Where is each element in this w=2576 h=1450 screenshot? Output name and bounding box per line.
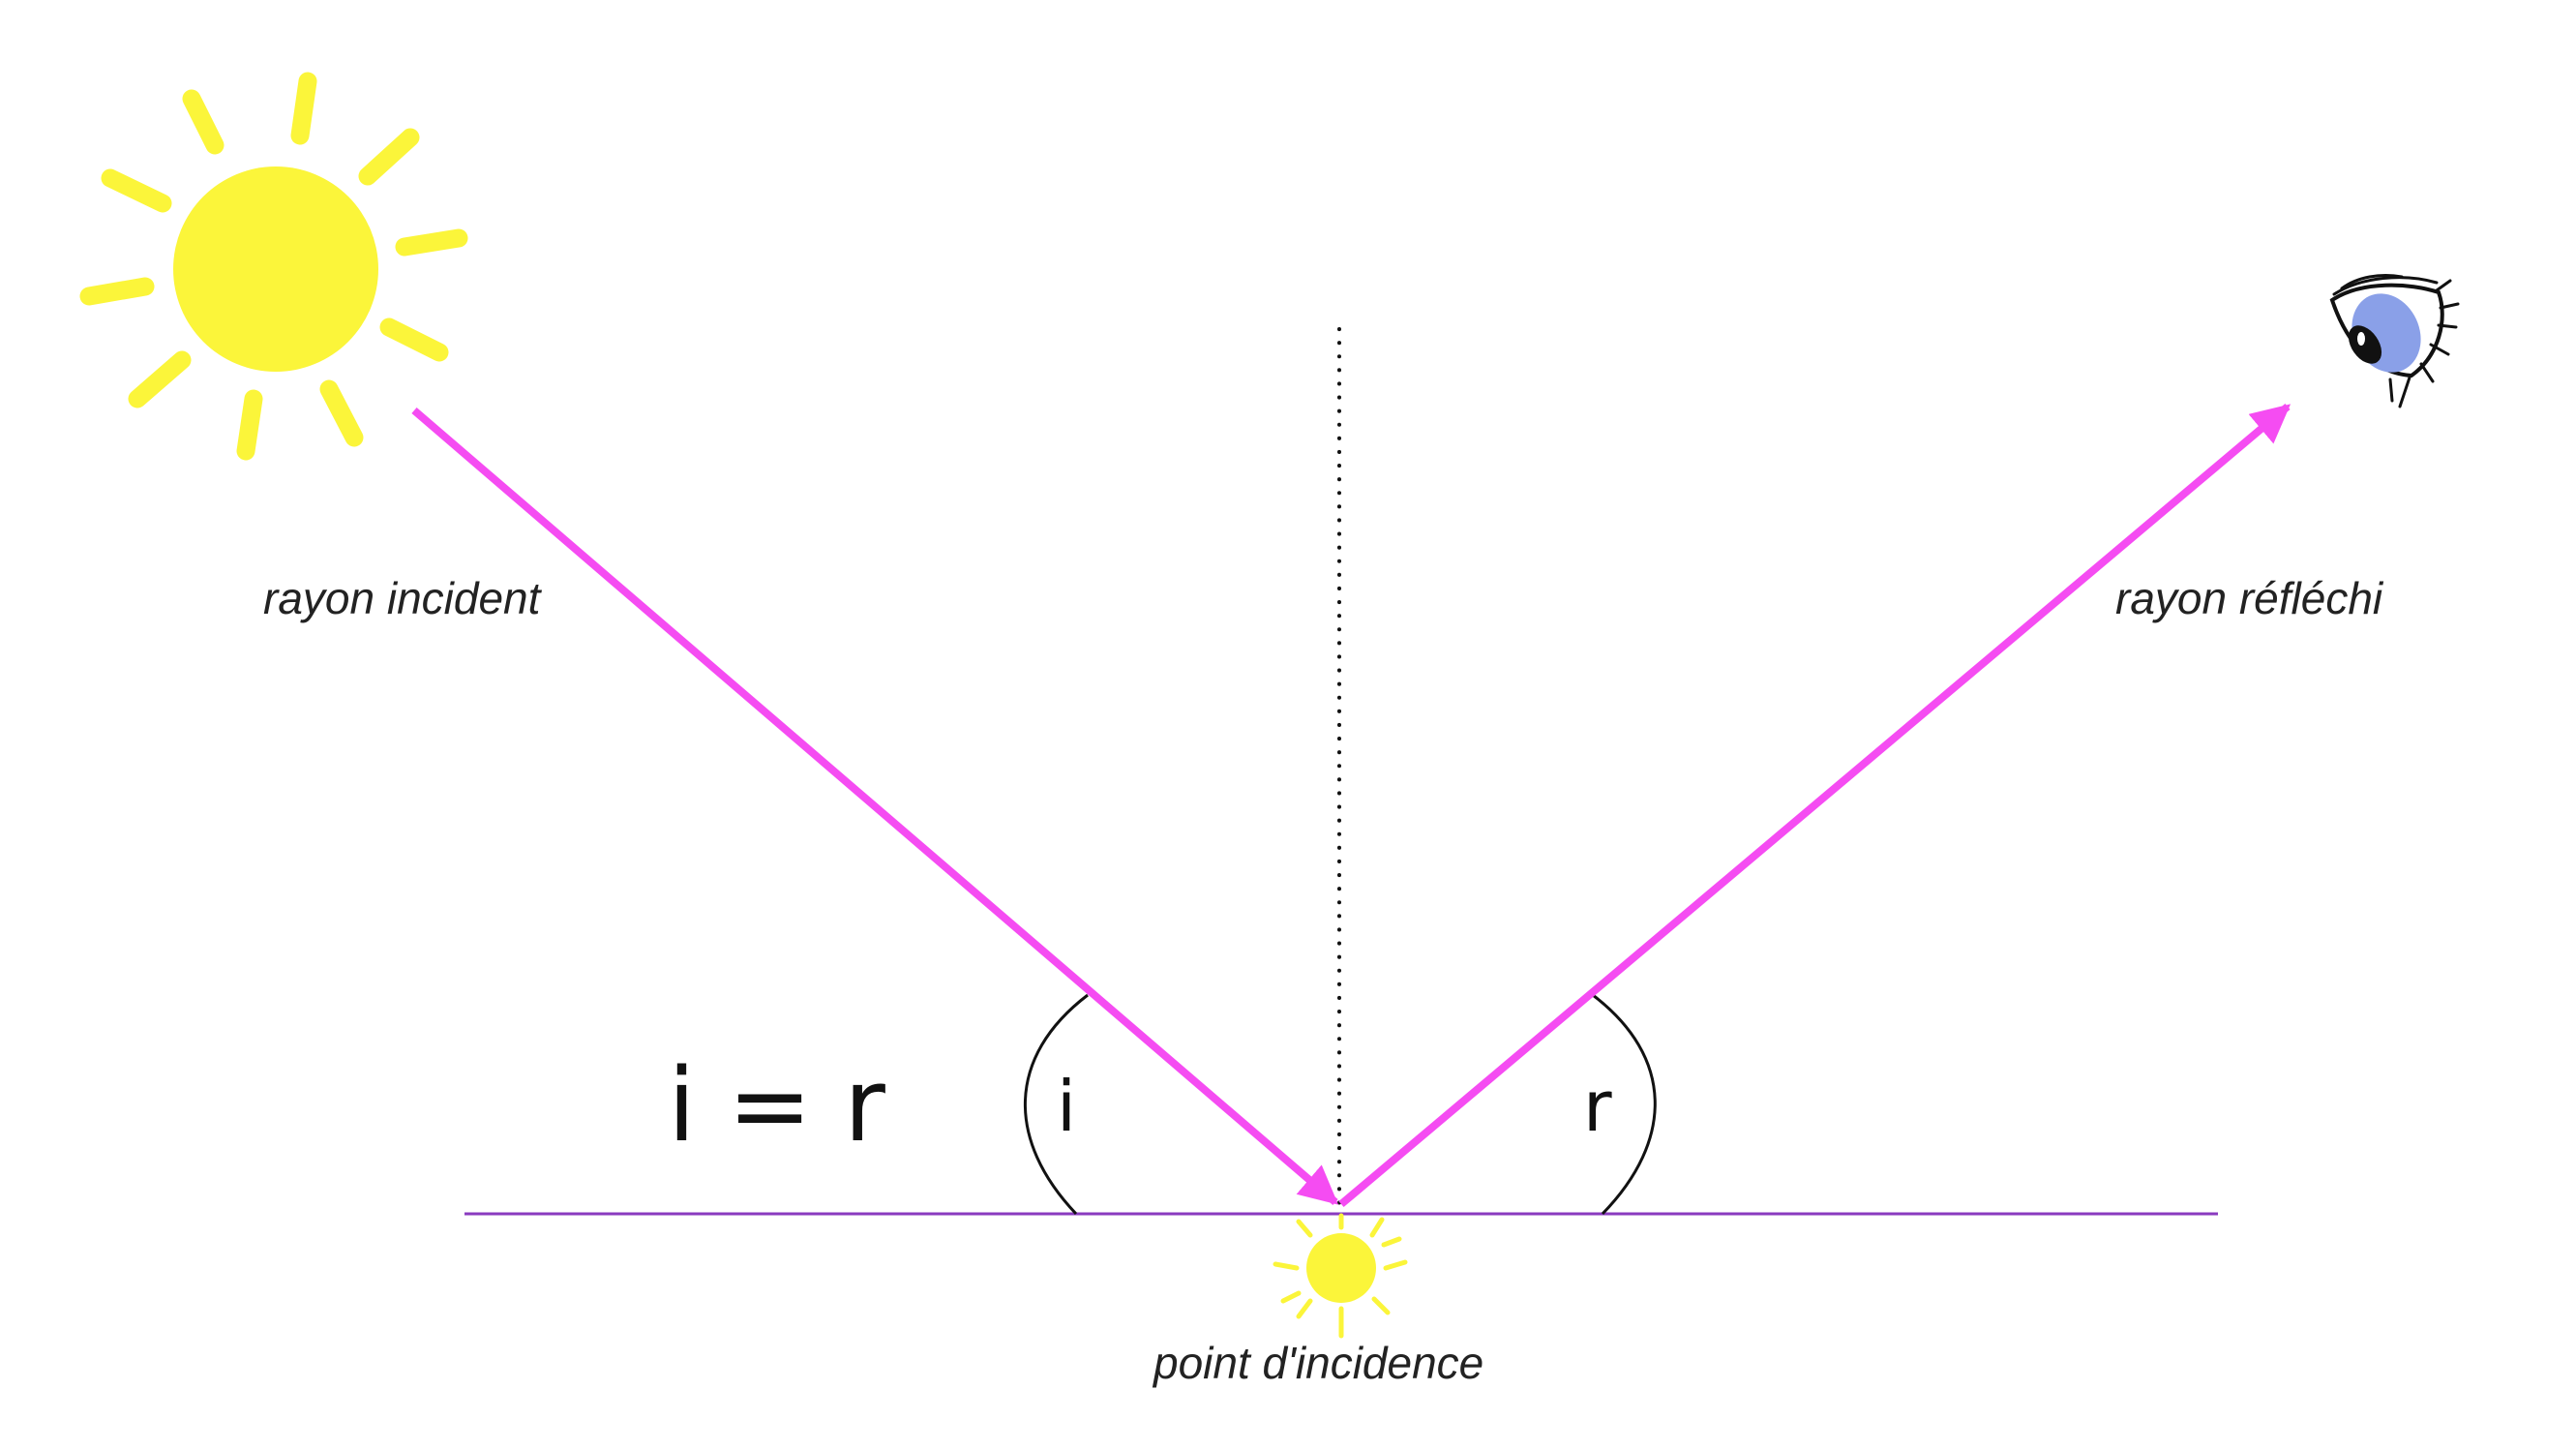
sun-icon — [79, 72, 468, 461]
incidence-point-label: point d'incidence — [1152, 1338, 1483, 1388]
incident-ray — [411, 407, 1339, 1206]
small-sun-icon — [1273, 1213, 1408, 1339]
angle-i-arc — [1024, 993, 1089, 1216]
equation-label: i = r — [668, 1046, 885, 1164]
angle-i-label: i — [1057, 1066, 1076, 1147]
reflected-ray — [1338, 403, 2291, 1208]
reflected-ray-label: rayon réfléchi — [2115, 573, 2384, 623]
angle-r-arc — [1592, 993, 1657, 1216]
eye-icon — [2329, 274, 2460, 408]
incident-ray-label: rayon incident — [263, 573, 543, 623]
angle-r-label: r — [1583, 1066, 1612, 1147]
